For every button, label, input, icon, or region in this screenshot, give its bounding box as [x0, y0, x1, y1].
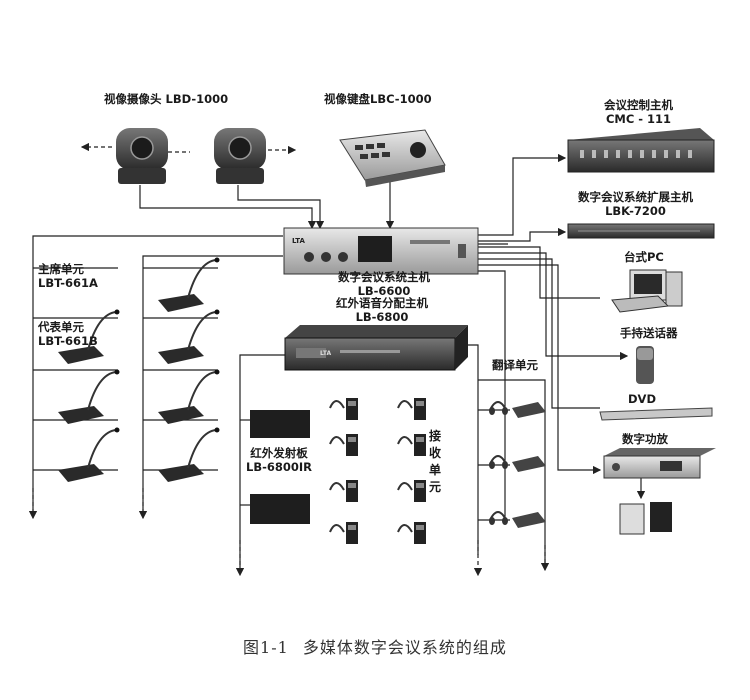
- amplifier-label: 数字功放: [622, 432, 668, 446]
- dvd-label: DVD: [628, 392, 656, 406]
- receiver-unit: [397, 434, 426, 456]
- receiver-label: 接收单元: [428, 429, 441, 494]
- ir-emitter-panel-2: [250, 494, 310, 524]
- delegate-name: 代表单元: [38, 320, 84, 334]
- figure-title: 多媒体数字会议系统的组成: [302, 638, 507, 657]
- ir-host-name: 红外语音分配主机: [336, 296, 428, 310]
- translation-unit: [489, 455, 546, 472]
- handheld-microphone: [636, 346, 654, 384]
- keyboard-label: 视像键盘LBC-1000: [324, 92, 432, 106]
- camera-1: [116, 128, 168, 184]
- conference-unit: [158, 369, 220, 424]
- receiver-unit: [397, 522, 426, 544]
- receiver-unit: [329, 398, 358, 420]
- conference-unit: [158, 257, 220, 312]
- speakers: [619, 502, 672, 535]
- receiver-units: [329, 398, 426, 544]
- ir-host-badge: LTA: [320, 350, 331, 357]
- control-host-model: CMC - 111: [605, 112, 672, 126]
- ir-host-lb6800: [284, 325, 468, 371]
- chairman-model: LBT-661A: [38, 276, 98, 290]
- main-host-name: 数字会议系统主机: [338, 270, 430, 284]
- ir-emitter-panel-1: [250, 410, 310, 438]
- main-host-lb6600: [283, 227, 479, 275]
- translation-unit: [489, 511, 546, 528]
- translation-unit: [489, 401, 546, 418]
- connection-lines: [28, 142, 646, 577]
- camera-label: 视像摄像头 LBD-1000: [104, 92, 229, 106]
- expansion-host-name: 数字会议系统扩展主机: [578, 190, 693, 204]
- main-host-model: LB-6600: [357, 284, 411, 298]
- delegate-label: 代表单元 LBT-661B: [38, 320, 98, 348]
- conference-unit: [158, 427, 220, 482]
- conference-unit: [58, 309, 120, 364]
- expansion-host-label: 数字会议系统扩展主机 LBK-7200: [578, 190, 693, 218]
- receiver-unit: [329, 434, 358, 456]
- ir-emitter-model: LB-6800IR: [246, 460, 313, 474]
- conference-unit: [58, 427, 120, 482]
- chairman-name: 主席单元: [38, 262, 84, 276]
- conference-units: [58, 257, 220, 482]
- main-host-badge: LTA: [292, 237, 306, 245]
- translation-label: 翻译单元: [492, 358, 538, 372]
- receiver-unit: [397, 480, 426, 502]
- conference-unit: [158, 309, 220, 364]
- ir-emitter-name: 红外发射板: [250, 446, 308, 460]
- figure-caption: 图1-1 多媒体数字会议系统的组成: [0, 634, 750, 658]
- ir-host-model: LB-6800: [355, 310, 409, 324]
- video-keyboard: [339, 129, 446, 187]
- control-host-label: 会议控制主机 CMC - 111: [604, 98, 673, 126]
- expansion-host-model: LBK-7200: [605, 204, 666, 218]
- handheld-label: 手持送话器: [620, 326, 678, 340]
- conference-unit: [58, 369, 120, 424]
- digital-amplifier: [603, 448, 716, 479]
- ir-host-label: 红外语音分配主机 LB-6800: [336, 296, 428, 324]
- receiver-unit: [397, 398, 426, 420]
- receiver-unit: [329, 480, 358, 502]
- chairman-label: 主席单元 LBT-661A: [38, 262, 98, 290]
- dvd-player: [599, 407, 713, 421]
- camera-2: [214, 128, 266, 184]
- desktop-pc: [611, 269, 683, 313]
- main-host-label: 数字会议系统主机 LB-6600: [338, 270, 430, 298]
- delegate-model: LBT-661B: [38, 334, 98, 348]
- ir-emitter-label: 红外发射板 LB-6800IR: [246, 446, 312, 474]
- expansion-host: [567, 223, 715, 239]
- control-host-name: 会议控制主机: [604, 98, 673, 112]
- receiver-unit: [329, 522, 358, 544]
- control-host: [567, 128, 715, 173]
- pc-label: 台式PC: [624, 250, 664, 264]
- figure-number: 图1-1: [243, 638, 289, 657]
- translation-units: [489, 401, 546, 528]
